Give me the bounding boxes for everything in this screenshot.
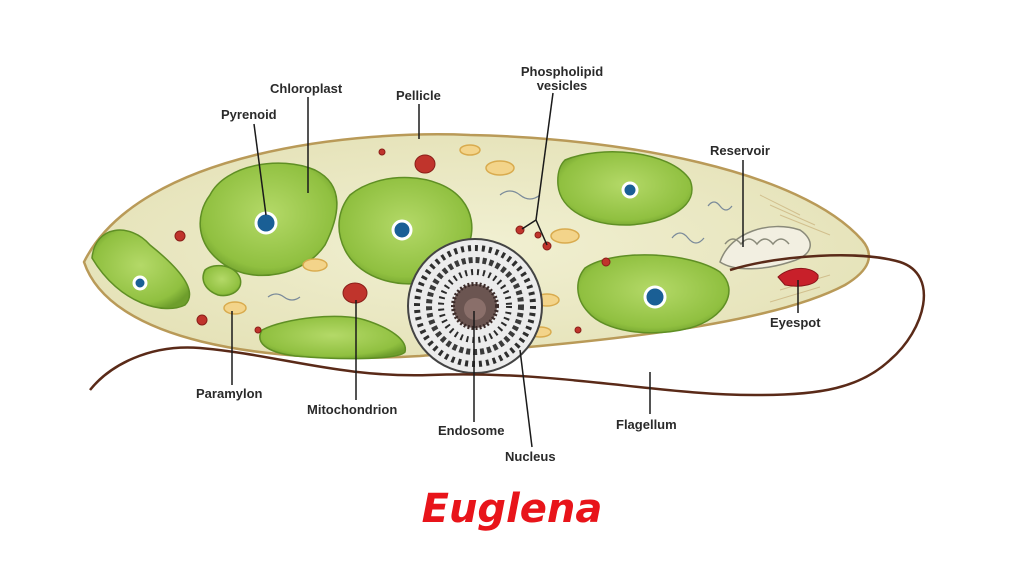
pyrenoid-1 bbox=[254, 211, 278, 235]
label-mitochondrion: Mitochondrion bbox=[307, 402, 398, 417]
leader-lines bbox=[231, 92, 799, 448]
phospholipid-line bbox=[535, 92, 554, 221]
label-eyespot: Eyespot bbox=[770, 315, 821, 330]
pyrenoid-line bbox=[253, 123, 267, 216]
chloroplast-5 bbox=[259, 315, 406, 360]
pyrenoid-4 bbox=[621, 181, 639, 199]
pyrenoids bbox=[132, 181, 667, 309]
red-organelles bbox=[174, 148, 611, 334]
diagram-title: Euglena bbox=[421, 486, 603, 532]
label-chloroplast: Chloroplast bbox=[270, 81, 343, 96]
label-nucleus: Nucleus bbox=[505, 449, 556, 464]
pyrenoid-5 bbox=[132, 275, 148, 291]
label-endosome: Endosome bbox=[438, 423, 505, 438]
label-pellicle: Pellicle bbox=[396, 88, 441, 103]
squiggles bbox=[267, 190, 733, 301]
label-phospholipid-line2: vesicles bbox=[536, 78, 588, 93]
eyespot bbox=[777, 268, 819, 287]
endosome bbox=[464, 298, 486, 320]
pyrenoid-2 bbox=[391, 219, 413, 241]
chloroplast-6 bbox=[202, 264, 242, 297]
label-pyrenoid: Pyrenoid bbox=[221, 107, 277, 122]
label-phospholipid-line1: Phospholipid bbox=[520, 64, 604, 79]
label-paramylon: Paramylon bbox=[196, 386, 263, 401]
label-reservoir: Reservoir bbox=[710, 143, 770, 158]
pyrenoid-3 bbox=[643, 285, 667, 309]
label-phospholipid-vesicles: Phospholipid vesicles bbox=[512, 65, 612, 93]
chloroplast-left-tip bbox=[91, 229, 191, 310]
mitochondrion bbox=[342, 282, 368, 304]
label-flagellum: Flagellum bbox=[616, 417, 677, 432]
flagellum bbox=[89, 254, 925, 397]
nucleus-line bbox=[519, 349, 533, 448]
nucleus bbox=[407, 238, 543, 374]
